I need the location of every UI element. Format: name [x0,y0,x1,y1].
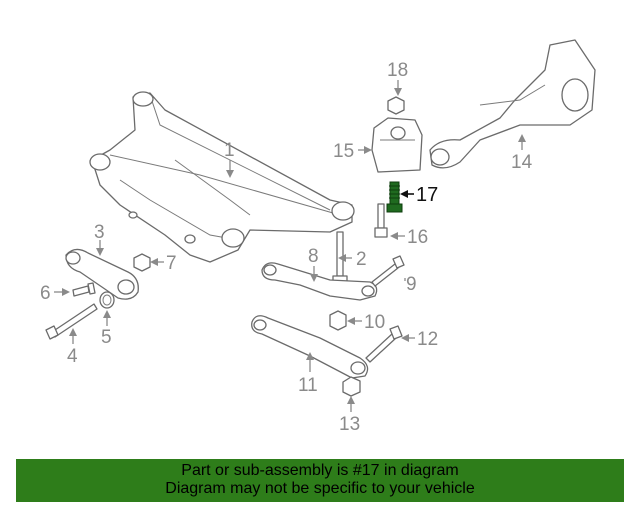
callout-12: 12 [417,329,438,350]
crossmember-part [89,91,355,263]
banner-line-part-number: Part or sub-assembly is #17 in diagram [181,462,459,479]
callout-15: 15 [333,141,354,162]
nut-13-part [342,376,361,397]
callout-6: 6 [40,283,51,304]
bolt-17-part [386,181,403,213]
callout-1: 1 [224,140,235,161]
callout-17: 17 [416,184,438,206]
bolt-4-part [45,303,98,340]
callout-3: 3 [94,222,105,243]
callout-16: 16 [407,227,428,248]
parts-diagram: 1 2 3 4 5 6 7 8 9 10 11 12 13 14 15 16 1… [40,39,596,435]
callout-9: 9 [406,274,417,295]
upper-arm-part [261,262,378,301]
callout-10: 10 [364,312,385,333]
callout-leaders [54,80,526,412]
bracket-15-part [371,117,423,173]
bolt-6-part [72,282,96,297]
lower-arm-part [251,315,369,379]
callout-7: 7 [166,253,177,274]
banner-line-disclaimer: Diagram may not be specific to your vehi… [165,480,475,497]
bolt-12-part [365,325,403,363]
callout-8: 8 [308,246,319,267]
callout-13: 13 [339,414,360,435]
bolt-9-part [371,255,405,287]
callout-2: 2 [356,249,367,270]
knuckle-part [429,39,596,169]
callout-14: 14 [511,152,533,173]
bolt-16-part [374,203,388,238]
callout-5: 5 [101,327,112,348]
washer-5-part [99,291,115,309]
callout-4: 4 [67,346,78,367]
nut-7-part [133,253,151,272]
trailing-link-part [65,248,139,300]
nut-18-part [387,96,405,115]
nut-10-part [329,310,347,331]
callout-11: 11 [298,375,318,396]
info-banner: Part or sub-assembly is #17 in diagram D… [16,459,624,502]
callout-18: 18 [387,60,408,81]
